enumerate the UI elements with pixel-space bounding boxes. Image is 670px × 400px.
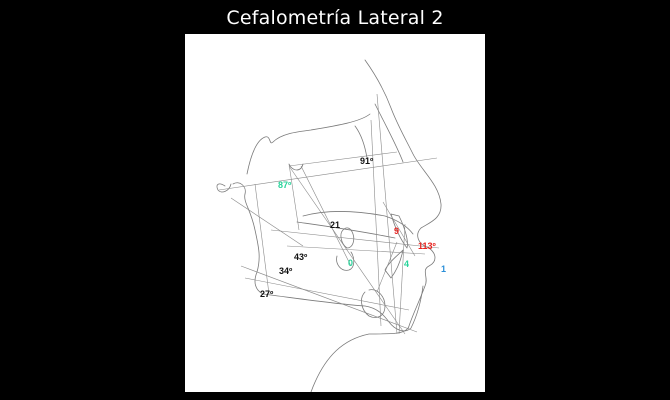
orbit-contour [354, 125, 368, 159]
palatal-line [270, 229, 440, 249]
s-gn-line [300, 165, 352, 267]
lower-molar [336, 251, 355, 271]
skull-outline [246, 113, 371, 175]
mandible-body [262, 285, 424, 332]
lower-incisor [384, 249, 404, 279]
ramus-line [254, 183, 270, 295]
angle-label-27: 27º [260, 289, 274, 299]
upper-molar [340, 227, 355, 249]
maxilla-outline [302, 211, 414, 235]
nasal-bone [374, 103, 404, 163]
angle-label-34: 34º [279, 266, 293, 276]
cephalometric-tracing-panel: 91º 87º 21 9 113º 43º 0 4 1 34º 27º [185, 34, 485, 392]
angle-label-113: 113º [418, 241, 437, 251]
incisor-axis-lower [376, 241, 398, 293]
porion-line [230, 197, 304, 247]
sella-nasion-line [288, 151, 398, 167]
angle-label-87: 87º [278, 180, 292, 190]
pterygoid-line [288, 163, 300, 231]
mandibular-plane [240, 265, 418, 333]
n-b-line [370, 119, 382, 327]
frankfort-plane [218, 157, 438, 191]
occlusal-plane [286, 245, 426, 255]
gonial-line [244, 277, 410, 311]
facial-plane [376, 93, 398, 335]
value-label-0: 0 [348, 258, 353, 268]
condyle-ramus [232, 182, 264, 295]
angle-label-91: 91º [360, 156, 374, 166]
value-label-21: 21 [330, 220, 340, 230]
palatal-plane-contour [296, 221, 396, 239]
slide-title: Cefalometría Lateral 2 [226, 7, 444, 29]
cephalometric-tracing: 91º 87º 21 9 113º 43º 0 4 1 34º 27º [216, 59, 446, 392]
angle-label-43: 43º [294, 252, 308, 262]
ear-contour [216, 183, 232, 193]
a-pog-line [398, 223, 406, 335]
incisor-axis-upper [382, 201, 416, 257]
soft-tissue-profile [310, 59, 442, 392]
value-label-9: 9 [394, 226, 399, 236]
y-axis [288, 165, 406, 335]
symphysis [361, 289, 386, 318]
value-label-4: 4 [404, 259, 409, 269]
value-label-1: 1 [441, 264, 446, 274]
upper-incisor [390, 213, 408, 249]
